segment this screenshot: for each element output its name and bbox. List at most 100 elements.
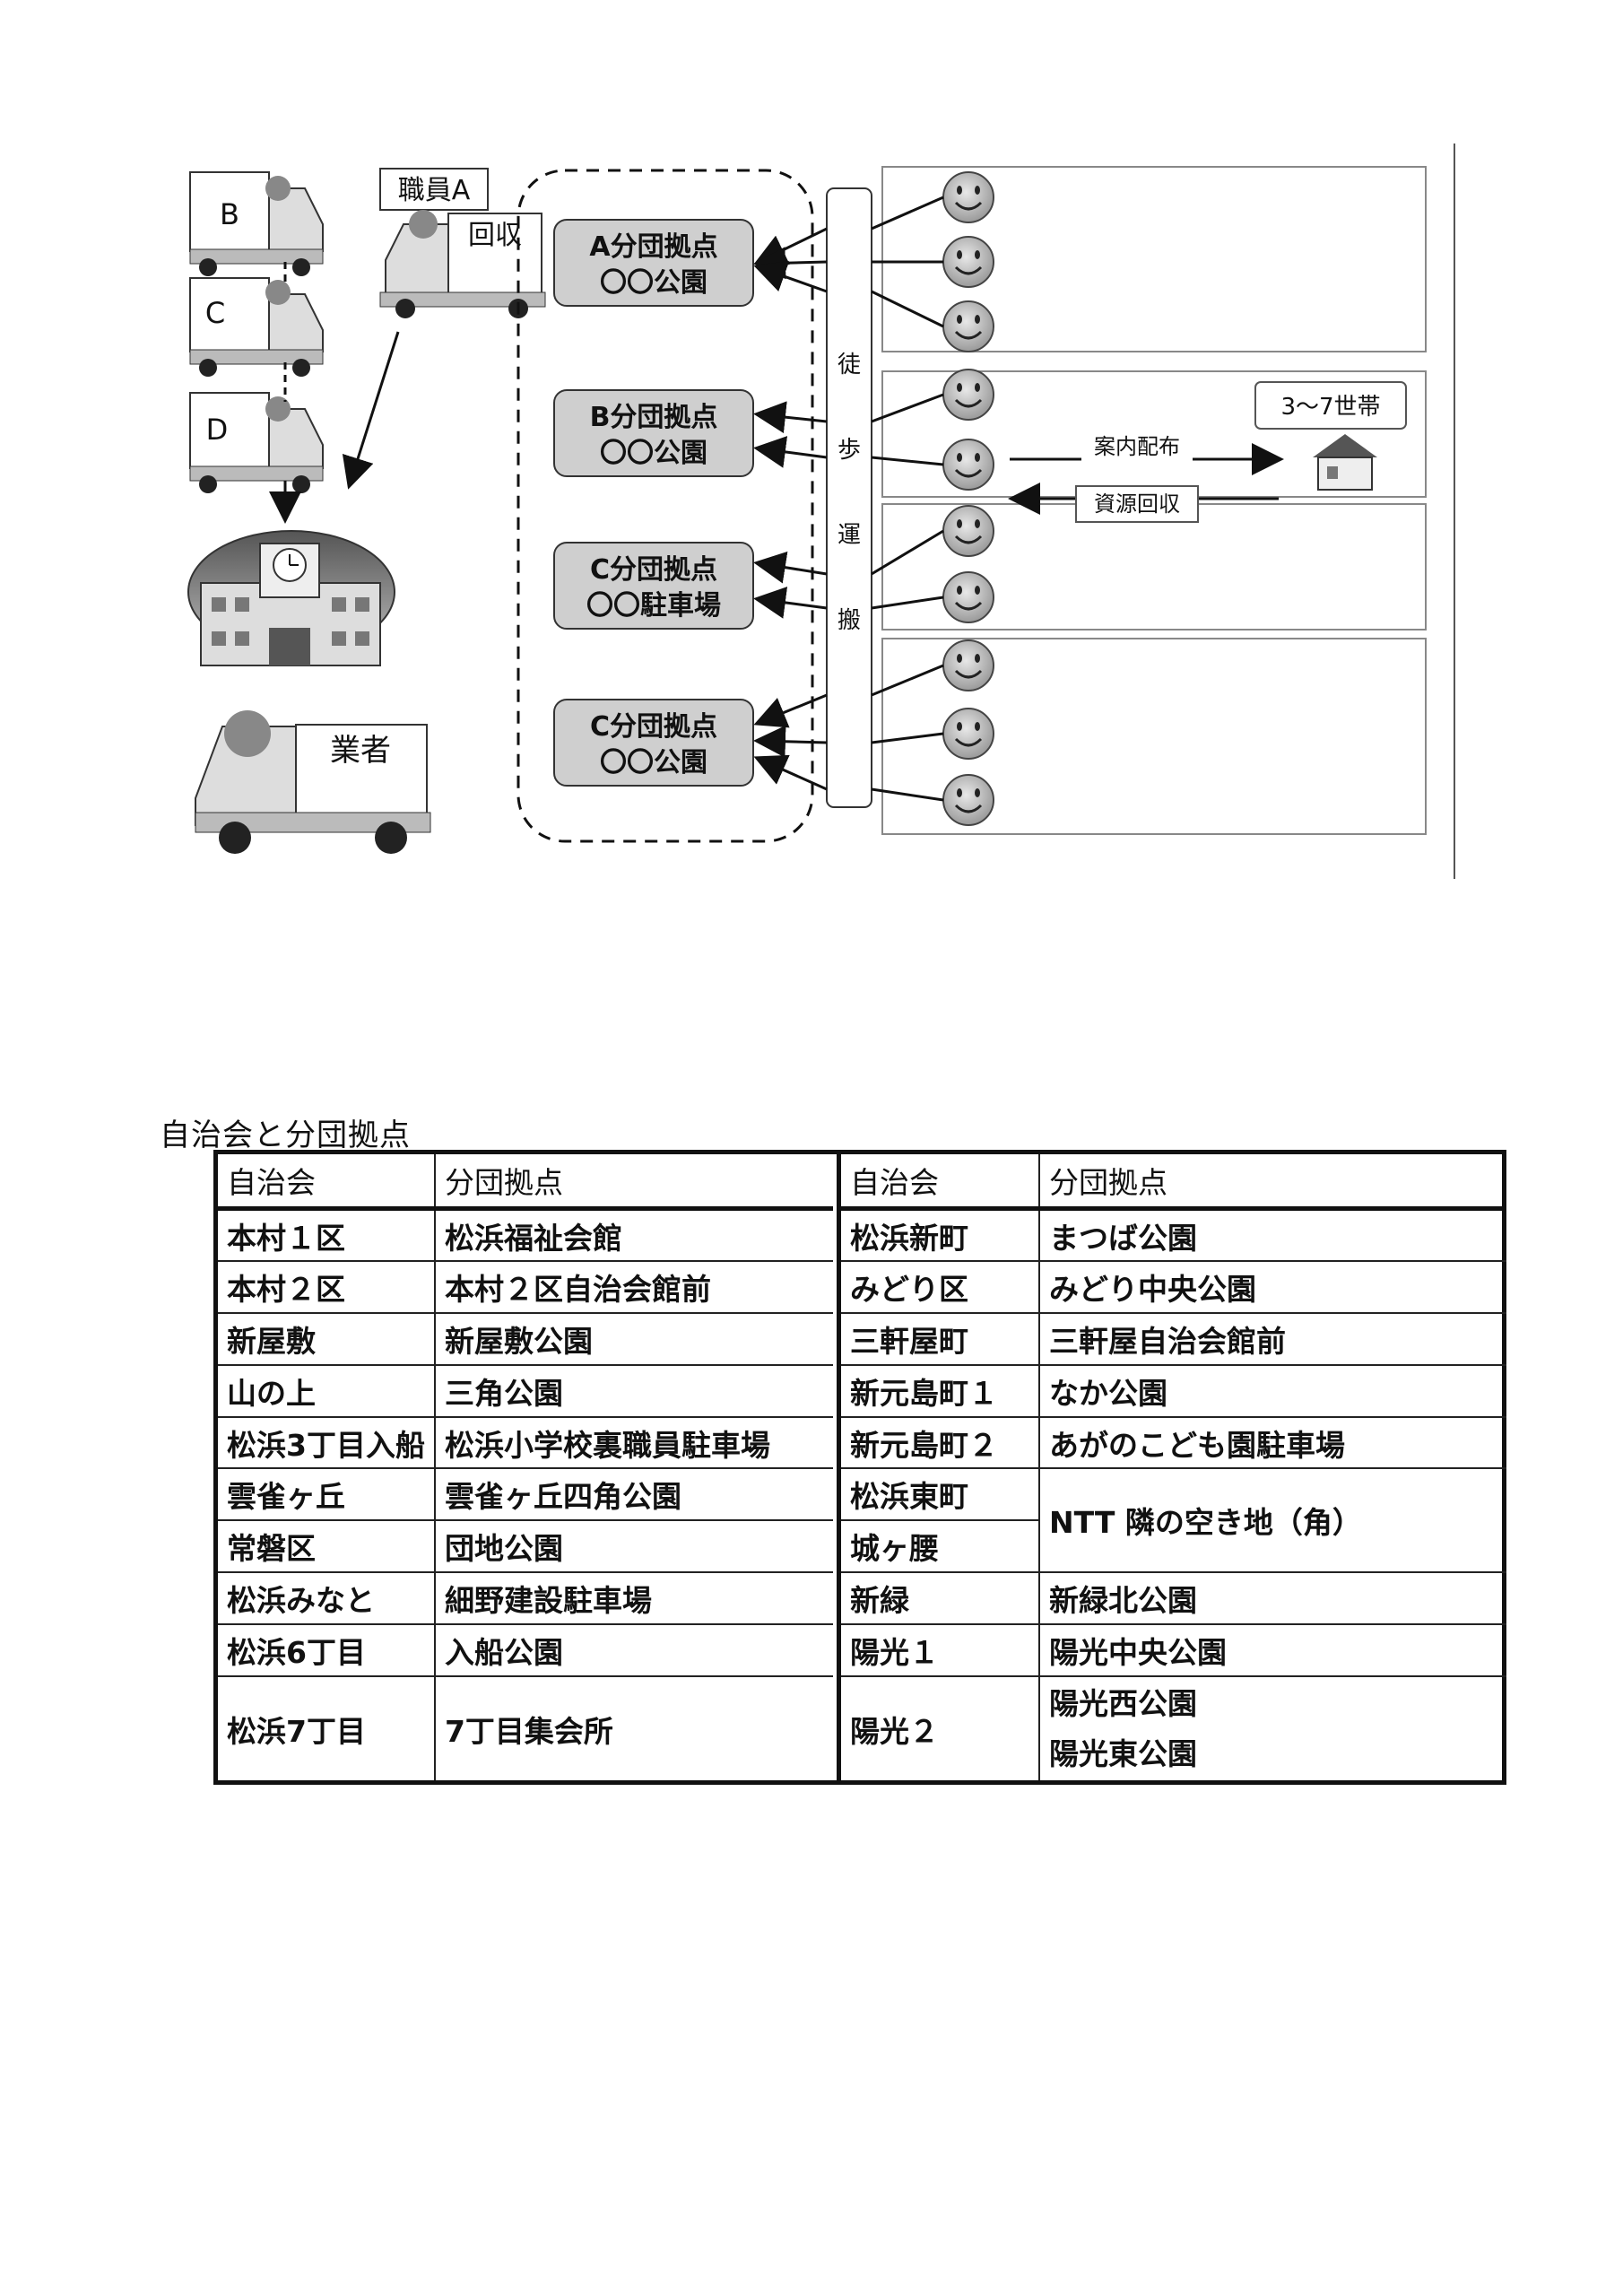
association-cell: 雲雀ヶ丘 — [218, 1467, 436, 1522]
svg-text:搬: 搬 — [838, 607, 861, 634]
table-row: 三軒屋町三軒屋自治会館前 — [841, 1311, 1506, 1366]
resident-faces — [942, 171, 994, 826]
association-cell: 松浜新町 — [841, 1207, 1040, 1262]
truck-d-label: D — [206, 413, 229, 447]
header-association: 自治会 — [841, 1154, 1040, 1212]
svg-text:徒: 徒 — [838, 352, 861, 378]
svg-text:C分団拠点: C分団拠点 — [590, 711, 717, 743]
association-cell: 本村２区 — [218, 1259, 436, 1314]
association-cell: 常磐区 — [218, 1519, 436, 1574]
table-row: 本村１区松浜福祉会館 — [218, 1207, 833, 1262]
table-row: 新屋敷新屋敷公園 — [218, 1311, 833, 1366]
table-row: 陽光２ 陽光西公園 陽光東公園 — [841, 1675, 1506, 1780]
collection-label: 資源回収 — [1075, 485, 1199, 523]
base-cell: 松浜小学校裏職員駐車場 — [433, 1415, 833, 1470]
association-base-table: 自治会 分団拠点 本村１区松浜福祉会館 本村２区本村２区自治会館前 新屋敷新屋敷… — [213, 1150, 1506, 1785]
table-row: 松浜6丁目入船公園 — [218, 1623, 833, 1678]
base-b: B分団拠点 〇〇公園 — [553, 389, 754, 477]
smiley-face-icon — [942, 505, 994, 557]
svg-text:3〜7世帯: 3〜7世帯 — [1280, 394, 1380, 421]
svg-text:〇〇公園: 〇〇公園 — [600, 267, 707, 299]
base-cell: あがのこども園駐車場 — [1038, 1415, 1506, 1470]
base-line-1: 陽光西公園 — [1049, 1685, 1197, 1721]
smiley-face-icon — [942, 439, 994, 491]
staff-truck: 職員A 回収 — [379, 168, 546, 318]
base-cell: NTT 隣の空き地（角） — [1038, 1467, 1506, 1574]
base-cell: 新屋敷公園 — [433, 1311, 833, 1366]
base-cell: 本村２区自治会館前 — [433, 1259, 833, 1314]
school-building — [187, 530, 395, 666]
association-cell: 陽光１ — [841, 1623, 1040, 1678]
table-left-half: 自治会 分団拠点 本村１区松浜福祉会館 本村２区本村２区自治会館前 新屋敷新屋敷… — [218, 1154, 833, 1780]
association-cell: 本村１区 — [218, 1207, 436, 1262]
base-c2: C分団拠点 〇〇公園 — [553, 699, 754, 787]
association-cell: 松浜3丁目入船 — [218, 1415, 436, 1470]
table-header-row: 自治会 分団拠点 — [218, 1154, 833, 1212]
association-cell: みどり区 — [841, 1259, 1040, 1314]
smiley-face-icon — [942, 171, 994, 223]
table-row: 山の上三角公園 — [218, 1363, 833, 1418]
base-a: A分団拠点 〇〇公園 — [553, 219, 754, 307]
base-c1: C分団拠点 〇〇駐車場 — [553, 542, 754, 630]
smiley-face-icon — [942, 774, 994, 826]
truck-b-label: B — [220, 197, 239, 231]
table-row: 常磐区団地公園 — [218, 1519, 833, 1574]
table-header-row: 自治会 分団拠点 — [841, 1154, 1506, 1212]
table-caption: 自治会と分団拠点 — [160, 1118, 411, 1153]
header-base: 分団拠点 — [433, 1154, 833, 1212]
base-cell: 三軒屋自治会館前 — [1038, 1311, 1506, 1366]
table-row: 城ヶ腰 — [841, 1519, 1506, 1574]
base-cell: 松浜福祉会館 — [433, 1207, 833, 1262]
association-cell: 新屋敷 — [218, 1311, 436, 1366]
header-base: 分団拠点 — [1038, 1154, 1506, 1212]
smiley-face-icon — [942, 571, 994, 623]
association-cell: 松浜東町 — [841, 1467, 1040, 1522]
base-line-2: 陽光東公園 — [1049, 1735, 1197, 1771]
base-cell: まつば公園 — [1038, 1207, 1506, 1262]
svg-text:歩: 歩 — [838, 437, 861, 464]
collection-flow-diagram: B C D — [187, 144, 1455, 879]
staff-truck-cargo: 回収 — [468, 220, 522, 251]
notice-label: 案内配布 — [1081, 429, 1193, 463]
association-cell: 山の上 — [218, 1363, 436, 1418]
truck-c-label: C — [205, 296, 225, 330]
walk-transport-bar: 徒 歩 運 搬 — [826, 187, 872, 808]
base-cell: 新緑北公園 — [1038, 1571, 1506, 1626]
staff-name: 職員A — [398, 175, 471, 206]
vendor-truck-cargo: 業者 — [330, 733, 391, 769]
truck-d: D — [189, 392, 324, 493]
table-row: 松浜みなと細野建設駐車場 — [218, 1571, 833, 1626]
base-cell: 7丁目集会所 — [433, 1675, 833, 1780]
truck-b: B — [189, 171, 324, 276]
base-cell: 入船公園 — [433, 1623, 833, 1678]
smiley-face-icon — [942, 300, 994, 352]
base-cell: 陽光中央公園 — [1038, 1623, 1506, 1678]
smiley-face-icon — [942, 369, 994, 421]
association-cell: 松浜7丁目 — [218, 1675, 436, 1780]
vendor-truck: 業者 — [195, 710, 431, 854]
households-box: 3〜7世帯 — [1254, 381, 1407, 430]
association-cell: 陽光２ — [841, 1675, 1040, 1780]
header-association: 自治会 — [218, 1154, 436, 1212]
association-cell: 松浜みなと — [218, 1571, 436, 1626]
svg-text:資源回収: 資源回収 — [1094, 491, 1180, 517]
svg-text:運: 運 — [838, 522, 861, 549]
svg-text:〇〇駐車場: 〇〇駐車場 — [586, 590, 721, 622]
table-row: 新緑新緑北公園 — [841, 1571, 1506, 1626]
base-cell: みどり中央公園 — [1038, 1259, 1506, 1314]
svg-text:〇〇公園: 〇〇公園 — [600, 747, 707, 778]
base-cell: 雲雀ヶ丘四角公園 — [433, 1467, 833, 1522]
base-cell: 細野建設駐車場 — [433, 1571, 833, 1626]
svg-text:〇〇公園: 〇〇公園 — [600, 438, 707, 469]
svg-text:B分団拠点: B分団拠点 — [590, 402, 718, 433]
base-cell: なか公園 — [1038, 1363, 1506, 1418]
smiley-face-icon — [942, 236, 994, 288]
association-cell: 松浜6丁目 — [218, 1623, 436, 1678]
table-row: 雲雀ヶ丘雲雀ヶ丘四角公園 — [218, 1467, 833, 1522]
svg-text:案内配布: 案内配布 — [1094, 434, 1180, 459]
base-cell: 団地公園 — [433, 1519, 833, 1574]
